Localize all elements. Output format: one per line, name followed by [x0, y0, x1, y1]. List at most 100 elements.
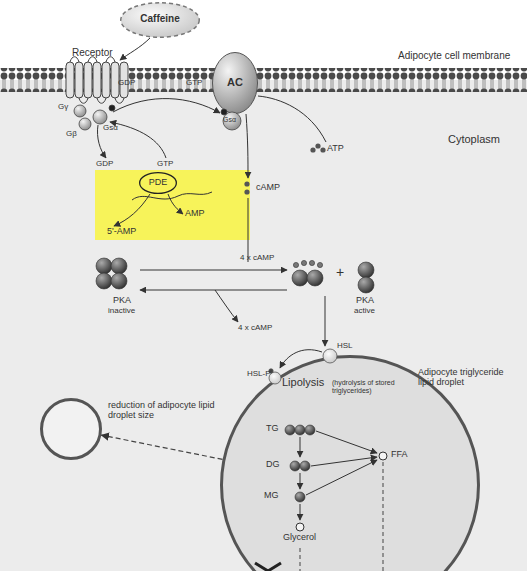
- receptor-symbol: [75, 62, 83, 98]
- hsl-symbol: [269, 349, 337, 384]
- receptor-symbol: [70, 57, 115, 62]
- node-text: reduction of adipocyte lipid droplet siz…: [108, 400, 220, 421]
- node-text: Lipolysis: [282, 376, 332, 389]
- diagram-label: +: [336, 265, 344, 280]
- node-text: AMP: [185, 208, 225, 218]
- reaction-arrow: [280, 350, 322, 368]
- lipolysis-arrow: [300, 431, 377, 520]
- diagram-label: Gβ: [66, 130, 77, 139]
- pka-symbol: [301, 260, 306, 265]
- diagram-label: cAMP: [256, 183, 280, 193]
- node-text: 5'-AMP: [107, 226, 157, 236]
- g-protein-symbol: [79, 118, 91, 130]
- diagram-label: FFA: [391, 450, 408, 460]
- diagram-label: 4 x cAMP: [238, 324, 272, 333]
- diagram-label: GDP: [118, 79, 135, 88]
- receptor-symbol: [120, 62, 128, 98]
- diagram-label: Gγ: [58, 103, 68, 112]
- diagram-label: GDP: [96, 160, 113, 169]
- node-text: Adipocyte triglyceride lipid droplet: [418, 367, 518, 388]
- diagram-label: inactive: [108, 307, 135, 316]
- g-protein-symbol: [109, 105, 115, 111]
- cut-mark: [255, 563, 281, 571]
- lipid-droplet-shape: [222, 357, 479, 571]
- lipid-droplet: Adipocyte triglyceride lipid dropletLipo…: [220, 355, 480, 571]
- enzyme-circle-shape: [140, 173, 177, 194]
- enzyme-ellipse: AC: [212, 52, 258, 114]
- small-droplet: reduction of adipocyte lipid droplet siz…: [40, 398, 102, 460]
- atp-molecule: [315, 143, 320, 148]
- g-protein-symbol: [221, 109, 227, 115]
- lipid-molecules: [290, 461, 300, 471]
- pka-symbol: [96, 258, 374, 293]
- reaction-arrow: [325, 296, 326, 346]
- highlight-box: AMP 5'-AMP PDE: [95, 170, 250, 240]
- pka-symbol: [307, 270, 323, 286]
- receptor-symbol: [111, 62, 119, 98]
- reaction-arrow: [97, 96, 326, 368]
- dashed-arrow: [101, 435, 222, 459]
- cytoplasm-area: [0, 80, 527, 571]
- binding-arrow: [120, 38, 150, 60]
- pka-symbol: [111, 273, 127, 289]
- g-protein-symbol: [74, 105, 86, 117]
- pka-symbol: [293, 262, 298, 267]
- reaction-arrow: [140, 270, 287, 271]
- g-protein-symbol: [93, 110, 107, 124]
- diagram-label: Gsα: [103, 124, 118, 133]
- reaction-arrow: [248, 198, 249, 262]
- diagram-label: HSL: [337, 342, 353, 351]
- diagram-label: PKA: [113, 296, 131, 306]
- lipid-molecules: [285, 425, 295, 435]
- release-line: [300, 548, 301, 571]
- camp-molecule: [244, 181, 249, 194]
- pka-symbol: [292, 270, 308, 286]
- pka-symbol: [96, 258, 112, 274]
- node-text: AC: [212, 76, 258, 89]
- enzyme-ellipse-shape: [213, 53, 258, 114]
- diagram-label: MG: [264, 491, 279, 501]
- reaction-arrow: [114, 194, 150, 226]
- receptor-symbol: [93, 62, 101, 98]
- node-text: PDE: [139, 177, 177, 187]
- stimulus-ellipse-shape: [121, 3, 200, 38]
- reaction-arrow: [113, 99, 220, 113]
- pka-symbol: [96, 273, 112, 289]
- small-droplet-shape: [42, 400, 101, 459]
- diagram-label: ATP: [327, 144, 344, 154]
- small-droplet-outline: [40, 398, 102, 460]
- lipid-droplet-outline: [220, 355, 480, 571]
- diagram-label: DG: [266, 460, 280, 470]
- hsl-symbol: [269, 369, 273, 373]
- g-protein-symbol: [223, 112, 241, 130]
- diagram-label: Glycerol: [283, 533, 316, 543]
- enzyme-circle: PDE: [139, 172, 177, 194]
- receptor-symbol: [66, 62, 74, 98]
- stimulus-ellipse-outline: [120, 2, 200, 38]
- cell-membrane: [0, 68, 527, 92]
- lipolysis-arrow: [306, 460, 377, 495]
- diagram-label: TG: [266, 424, 279, 434]
- reaction-arrow: [97, 125, 106, 158]
- hsl-symbol: [269, 372, 281, 384]
- receptor-symbol: [84, 62, 92, 98]
- lipid-molecules: [296, 523, 304, 531]
- diagram-label: GTP: [186, 79, 202, 88]
- reaction-arrow: [168, 194, 183, 214]
- receptor-symbol: [102, 62, 110, 98]
- diagram-label: 4 x cAMP: [240, 254, 274, 263]
- atp-molecule: [310, 143, 325, 152]
- lipid-molecules: [295, 425, 305, 435]
- camp-molecule: [244, 189, 249, 194]
- node-text: Caffeine: [120, 13, 200, 25]
- diagram-label: GTP: [157, 160, 173, 169]
- diagram-label: Cytoplasm: [448, 133, 500, 145]
- diagram-label: PKA: [356, 296, 374, 306]
- lipolysis-arrow: [300, 437, 301, 457]
- lipid-molecules: [295, 492, 305, 502]
- lipolysis-arrow: [300, 504, 301, 520]
- pka-symbol: [358, 277, 374, 293]
